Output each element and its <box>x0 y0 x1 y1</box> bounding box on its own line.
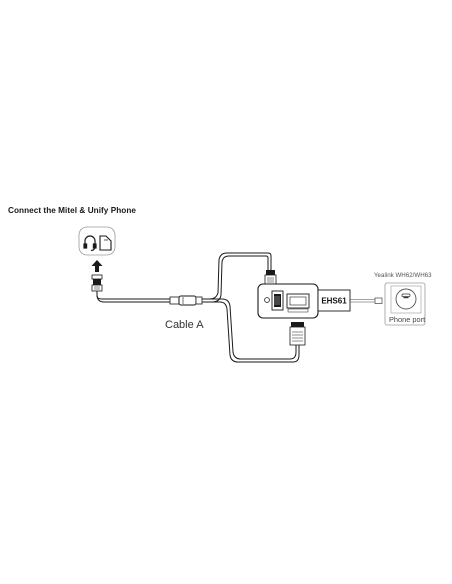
rj-plug-left <box>91 274 103 292</box>
cable-branch-upper <box>202 252 272 303</box>
handset-icon <box>99 235 112 251</box>
page-title: Connect the Mitel & Unify Phone <box>8 206 137 215</box>
rj-plug-lower <box>289 322 306 346</box>
ehs61-adapter <box>257 283 319 319</box>
ehs61-label-box: EHS61 <box>317 289 351 312</box>
device-label: Yealink WH62/WH63 <box>374 272 432 279</box>
cable-branch-lower <box>202 298 300 363</box>
cable-splitter <box>169 295 203 306</box>
ehs61-label: EHS61 <box>321 297 347 306</box>
cable-a-label: Cable A <box>165 319 204 331</box>
headset-icon <box>83 235 97 252</box>
ehs61-to-base-cable <box>350 297 383 304</box>
rj-plug-upper <box>264 270 277 285</box>
phone-icon-box <box>78 226 116 256</box>
cable-a-trunk <box>96 291 170 303</box>
base-station <box>384 282 426 326</box>
phone-port-label: Phone port <box>389 315 425 324</box>
up-arrow-icon <box>91 260 103 272</box>
